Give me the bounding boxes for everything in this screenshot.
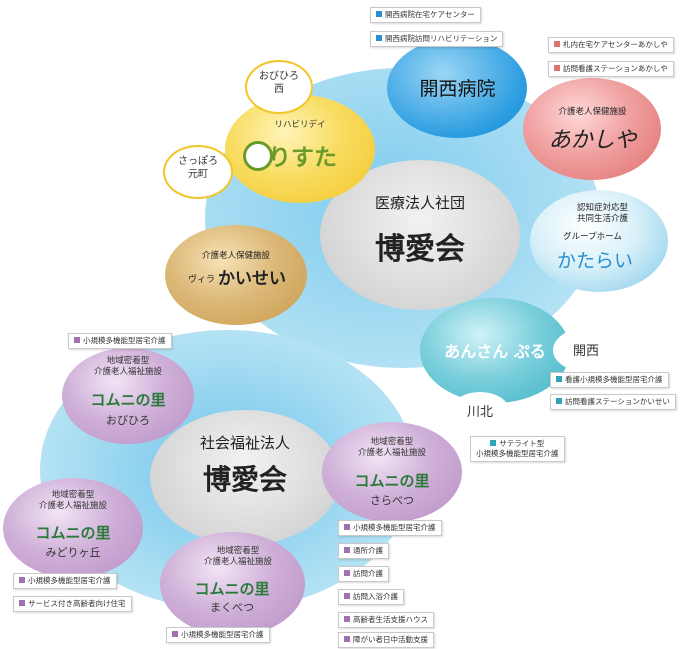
bullet-icon	[19, 577, 25, 583]
komuni-midorigaoka-line2: 介護老人福祉施設	[38, 501, 107, 511]
akashiya-name: あかしや	[548, 128, 637, 153]
bullet-icon	[554, 41, 560, 47]
risuta-sapporo-line1: さっぽろ	[178, 156, 218, 167]
komuni-midorigaoka-tag-0: 小規模多機能型居宅介護	[13, 573, 117, 589]
komuni-makubetsu-place: まくべつ	[210, 601, 254, 614]
bullet-icon	[344, 636, 350, 642]
komuni-sarabetsu-tag-2: 訪問介護	[338, 566, 389, 582]
bullet-icon	[556, 376, 562, 382]
bullet-icon	[344, 593, 350, 599]
risuta-logo-icon	[243, 141, 273, 171]
komuni-midorigaoka-tag-1: サービス付き高齢者向け住宅	[13, 596, 132, 612]
villa-kaisei-node	[165, 225, 307, 325]
komuni-makubetsu-logo: コムニの里	[194, 580, 270, 598]
villa-kaisei-name: かいせい	[218, 269, 286, 289]
komuni-sarabetsu-logo: コムニの里	[354, 472, 430, 490]
komuni-makubetsu-tag-0: 小規模多機能型居宅介護	[166, 627, 270, 643]
welfare-corp-type: 社会福祉法人	[199, 434, 290, 452]
ansan-kaisai-bubble	[555, 330, 617, 370]
ansan-kaisai-tag-1: 訪問看護ステーションかいせい	[550, 394, 676, 410]
bullet-icon	[344, 570, 350, 576]
kaisei-hospital-tag-1: 開西病院訪問リハビリテーション	[370, 31, 504, 47]
villa-kaisei-prefix: ヴィラ	[188, 275, 216, 285]
ansan-name: あんさん ぷる	[444, 342, 546, 361]
komuni-makubetsu-line1: 地域密着型	[216, 546, 260, 556]
risuta-sapporo-bubble	[163, 145, 233, 199]
bullet-icon	[19, 600, 25, 606]
bullet-icon	[74, 337, 80, 343]
bullet-icon	[344, 547, 350, 553]
komuni-midorigaoka-node	[3, 478, 143, 578]
komuni-obihiro-place: おびひろ	[106, 414, 150, 427]
komuni-sarabetsu-tag-3: 訪問入浴介護	[338, 589, 404, 605]
akashiya-node	[523, 78, 661, 180]
katarai-type-line2: 共同生活介護	[576, 214, 628, 224]
komuni-midorigaoka-place: みどりヶ丘	[45, 546, 101, 559]
welfare-corp-name: 博愛会	[202, 463, 287, 496]
bullet-icon	[556, 398, 562, 404]
bullet-icon	[344, 524, 350, 530]
ansan-kawakita-label: 川北	[466, 405, 493, 420]
bullet-icon	[490, 440, 497, 446]
welfare-corp-center	[150, 410, 340, 545]
komuni-sarabetsu-line1: 地域密着型	[370, 437, 414, 447]
kaisei-hospital-node	[387, 38, 527, 138]
risuta-name: りすた	[268, 145, 337, 171]
komuni-sarabetsu-node	[322, 422, 462, 522]
komuni-sarabetsu-line2: 介護老人福祉施設	[357, 448, 426, 458]
bullet-icon	[172, 631, 178, 637]
komuni-obihiro-line1: 地域密着型	[106, 356, 150, 366]
komuni-sarabetsu-tag-1: 通所介護	[338, 543, 389, 559]
risuta-sapporo-line2: 元町	[188, 169, 208, 180]
katarai-name: かたらい	[556, 250, 633, 272]
akashiya-type: 介護老人保健施設	[558, 107, 627, 117]
komuni-sarabetsu-tag-5: 障がい者日中活動支援	[338, 632, 434, 648]
katarai-type-line3: グループホーム	[563, 232, 622, 242]
komuni-sarabetsu-tag-0: 小規模多機能型居宅介護	[338, 520, 442, 536]
risuta-obihiro-line1: おびひろ	[259, 71, 299, 82]
risuta-obihiro-bubble	[245, 60, 313, 114]
ansan-kawakita-bubble	[450, 392, 510, 432]
ansan-node	[420, 298, 570, 403]
risuta-obihiro-line2: 西	[274, 84, 284, 95]
komuni-obihiro-logo: コムニの里	[90, 391, 166, 409]
bullet-icon	[554, 65, 560, 71]
komuni-midorigaoka-line1: 地域密着型	[51, 490, 95, 500]
ansan-kaisai-label: 開西	[572, 344, 599, 359]
kaisei-hospital-tag-0: 開西病院在宅ケアセンター	[370, 7, 481, 23]
bullet-icon	[376, 11, 382, 17]
risuta-type: リハビリデイ	[274, 120, 326, 130]
katarai-type-line1: 認知症対応型	[576, 203, 628, 213]
medical-corp-name: 博愛会	[375, 232, 465, 267]
komuni-midorigaoka-logo: コムニの里	[35, 524, 111, 542]
ansan-kawakita-tag: サテライト型 小規模多機能型居宅介護	[470, 436, 565, 462]
komuni-makubetsu-line2: 介護老人福祉施設	[203, 557, 272, 567]
katarai-node	[530, 190, 668, 292]
komuni-obihiro-tag-0: 小規模多機能型居宅介護	[68, 333, 172, 349]
kaisei-hospital-name: 開西病院	[419, 78, 496, 100]
medical-corp-type: 医療法人社団	[374, 194, 465, 212]
komuni-sarabetsu-tag-4: 高齢者生活支援ハウス	[338, 612, 434, 628]
bullet-icon	[376, 35, 382, 41]
bullet-icon	[344, 616, 350, 622]
ansan-kaisai-tag-0: 看護小規模多機能型居宅介護	[550, 372, 669, 388]
komuni-obihiro-node	[62, 348, 194, 444]
akashiya-tag-1: 訪問看護ステーションあかしや	[548, 61, 674, 77]
villa-kaisei-type: 介護老人保健施設	[201, 251, 270, 261]
komuni-makubetsu-node	[160, 532, 305, 636]
akashiya-tag-0: 札内在宅ケアセンターあかしや	[548, 37, 674, 53]
komuni-sarabetsu-place: さらべつ	[370, 494, 414, 507]
komuni-obihiro-line2: 介護老人福祉施設	[93, 367, 162, 377]
